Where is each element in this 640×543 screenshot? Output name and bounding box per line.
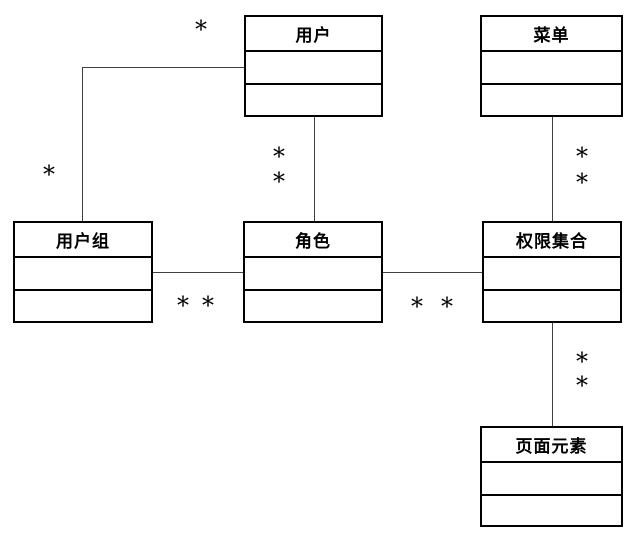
connector-usergroup-role (153, 272, 243, 273)
multiplicity-label: * (195, 15, 207, 44)
class-name-user-group: 用户组 (15, 223, 151, 258)
multiplicity-label: * (576, 168, 588, 197)
operations-compartment-user-group (15, 291, 151, 321)
connector-user-usergroup-vertical (82, 67, 83, 221)
attributes-compartment-user (246, 52, 381, 85)
attributes-compartment-page-element (482, 463, 621, 496)
multiplicity-label: * (411, 292, 423, 321)
operations-compartment-page-element (482, 496, 621, 525)
class-box-user-group: 用户组 (13, 221, 153, 323)
class-box-page-element: 页面元素 (480, 426, 623, 527)
class-box-menu: 菜单 (480, 15, 623, 117)
operations-compartment-permission-set (484, 291, 620, 321)
connector-user-usergroup-horizontal (82, 67, 244, 68)
multiplicity-label: * (576, 347, 588, 376)
class-name-page-element: 页面元素 (482, 428, 621, 463)
multiplicity-label: * (576, 371, 588, 400)
attributes-compartment-role (245, 258, 381, 291)
connector-permissionset-pageelement (552, 323, 553, 426)
multiplicity-label: * (576, 142, 588, 171)
connector-role-permissionset (383, 272, 482, 273)
multiplicity-label: * (273, 142, 285, 171)
class-name-user: 用户 (246, 17, 381, 52)
class-box-user: 用户 (244, 15, 383, 117)
connector-user-role (314, 117, 315, 221)
connector-menu-permissionset (552, 117, 553, 221)
attributes-compartment-user-group (15, 258, 151, 291)
multiplicity-label: * (441, 292, 453, 321)
class-name-role: 角色 (245, 223, 381, 258)
operations-compartment-role (245, 291, 381, 321)
operations-compartment-user (246, 85, 381, 115)
multiplicity-label: * (202, 291, 214, 320)
operations-compartment-menu (482, 85, 621, 115)
class-box-role: 角色 (243, 221, 383, 323)
attributes-compartment-permission-set (484, 258, 620, 291)
class-name-permission-set: 权限集合 (484, 223, 620, 258)
multiplicity-label: * (43, 160, 55, 189)
multiplicity-label: * (273, 167, 285, 196)
class-name-menu: 菜单 (482, 17, 621, 52)
attributes-compartment-menu (482, 52, 621, 85)
class-box-permission-set: 权限集合 (482, 221, 622, 323)
multiplicity-label: * (177, 291, 189, 320)
